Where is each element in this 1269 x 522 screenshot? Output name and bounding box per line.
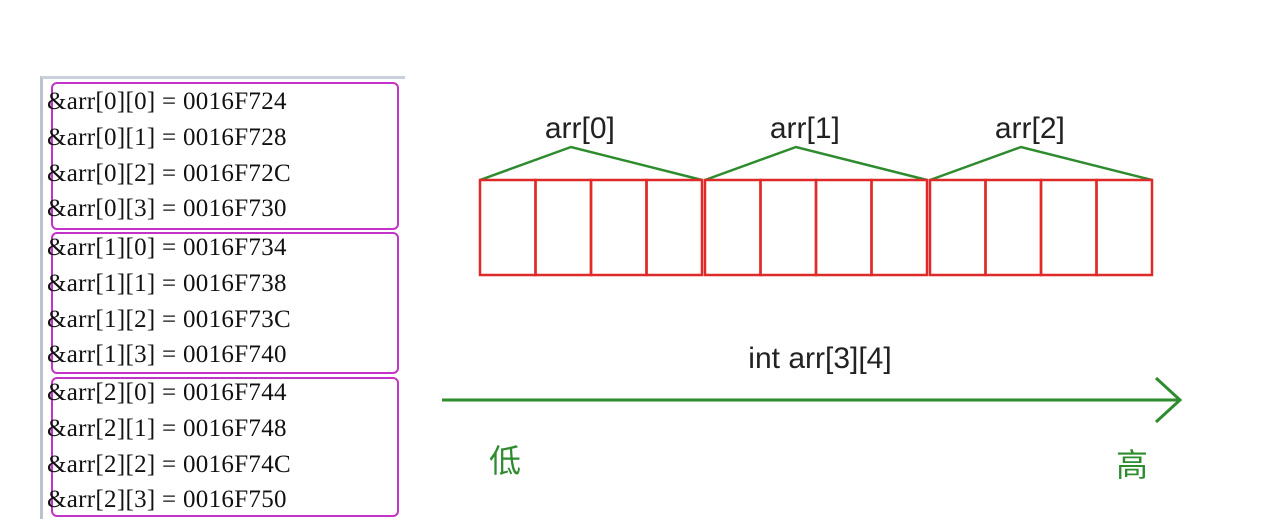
array-cell (645, 178, 704, 277)
array-cell (1095, 178, 1154, 277)
address-group-row-2: &arr[2][0] = 0016F744 &arr[2][1] = 0016F… (47, 377, 399, 517)
array-cell (759, 178, 818, 277)
array-cell (478, 178, 537, 277)
row-label: arr[2] (995, 112, 1065, 145)
array-cell (814, 178, 873, 277)
address-group-row-1: &arr[1][0] = 0016F734 &arr[1][1] = 0016F… (47, 232, 399, 374)
array-cell (1039, 178, 1098, 277)
address-group-row-0: &arr[0][0] = 0016F724 &arr[0][1] = 0016F… (47, 82, 399, 230)
array-cell (984, 178, 1043, 277)
address-line: &arr[2][3] = 0016F750 (47, 486, 287, 513)
address-line: &arr[2][1] = 0016F748 (47, 415, 287, 442)
address-line: &arr[2][2] = 0016F74C (47, 451, 291, 478)
address-line: &arr[0][2] = 0016F72C (47, 160, 291, 187)
array-cell (928, 178, 987, 277)
array-declaration-label: int arr[3][4] (748, 342, 891, 375)
row-brace (704, 145, 928, 182)
row-brace (479, 145, 703, 182)
row-brace (929, 145, 1153, 182)
array-cell (589, 178, 648, 277)
row-label: arr[1] (770, 112, 840, 145)
address-line: &arr[2][0] = 0016F744 (47, 379, 287, 406)
address-line: &arr[0][3] = 0016F730 (47, 195, 287, 222)
address-line: &arr[0][1] = 0016F728 (47, 124, 287, 151)
arrow-head-icon (1154, 376, 1183, 424)
address-line: &arr[1][1] = 0016F738 (47, 270, 287, 297)
row-label: arr[0] (545, 112, 615, 145)
address-line: &arr[0][0] = 0016F724 (47, 88, 287, 115)
array-cell (534, 178, 593, 277)
low-address-label: 低 (489, 442, 521, 480)
address-line: &arr[1][2] = 0016F73C (47, 306, 291, 333)
console-output-panel: &arr[0][0] = 0016F724 &arr[0][1] = 0016F… (40, 76, 405, 519)
address-line: &arr[1][3] = 0016F740 (47, 341, 287, 368)
array-cell (703, 178, 762, 277)
array-cell (870, 178, 929, 277)
high-address-label: 高 (1116, 446, 1148, 484)
address-line: &arr[1][0] = 0016F734 (47, 234, 287, 261)
